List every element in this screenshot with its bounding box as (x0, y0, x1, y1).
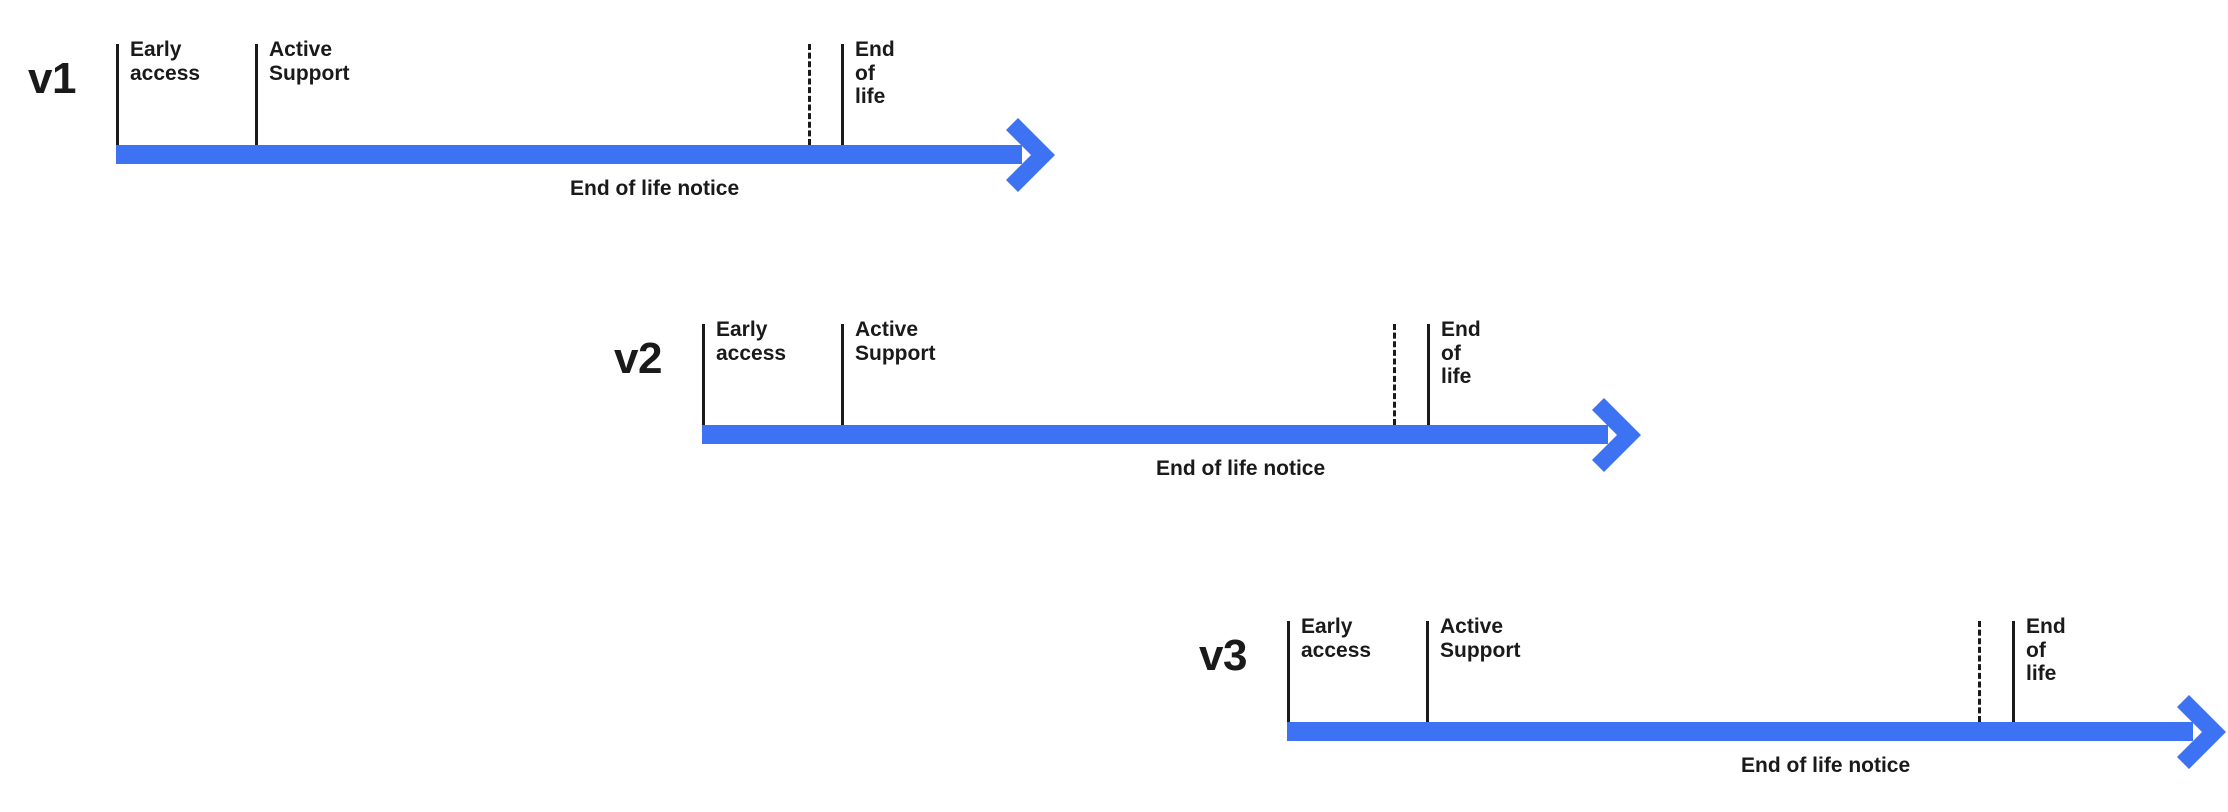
phase-divider-early-access-start (116, 44, 119, 145)
phase-label-early-access: Early access (130, 38, 201, 85)
phase-divider-end-of-life-start (841, 44, 844, 145)
dashed-divider-icon (1393, 324, 1396, 425)
timeline-arrow-shaft (116, 145, 1022, 164)
arrow-right-icon (1006, 117, 1070, 192)
timeline-arrow-shaft (1287, 722, 2193, 741)
phase-divider-active-support-start (255, 44, 258, 145)
timeline-arrow-shaft (702, 425, 1608, 444)
phase-label-active-support: Active Support (269, 38, 350, 85)
end-of-life-notice-label: End of life notice (570, 177, 740, 200)
phase-label-early-access: Early access (1301, 615, 1372, 662)
phase-divider-end-of-life-start (2012, 621, 2015, 722)
dashed-divider-icon (1978, 621, 1981, 722)
phase-label-active-support: Active Support (1440, 615, 1521, 662)
phase-label-end-of-life: End of life (2026, 615, 2066, 686)
phase-label-end-of-life: End of life (855, 38, 895, 109)
phase-divider-active-support-start (841, 324, 844, 425)
phase-label-active-support: Active Support (855, 318, 936, 365)
end-of-life-notice-label: End of life notice (1741, 754, 1911, 777)
arrow-right-icon (2177, 694, 2228, 769)
phase-divider-end-of-life-start (1427, 324, 1430, 425)
end-of-life-notice-label: End of life notice (1156, 457, 1326, 480)
phase-label-early-access: Early access (716, 318, 787, 365)
version-label-v1: v1 (28, 54, 76, 103)
phase-divider-active-support-start (1426, 621, 1429, 722)
dashed-divider-icon (808, 44, 811, 145)
phase-label-end-of-life: End of life (1441, 318, 1481, 389)
phase-divider-early-access-start (1287, 621, 1290, 722)
phase-divider-early-access-start (702, 324, 705, 425)
version-label-v2: v2 (614, 334, 662, 383)
version-label-v3: v3 (1199, 631, 1247, 680)
arrow-right-icon (1592, 397, 1656, 472)
